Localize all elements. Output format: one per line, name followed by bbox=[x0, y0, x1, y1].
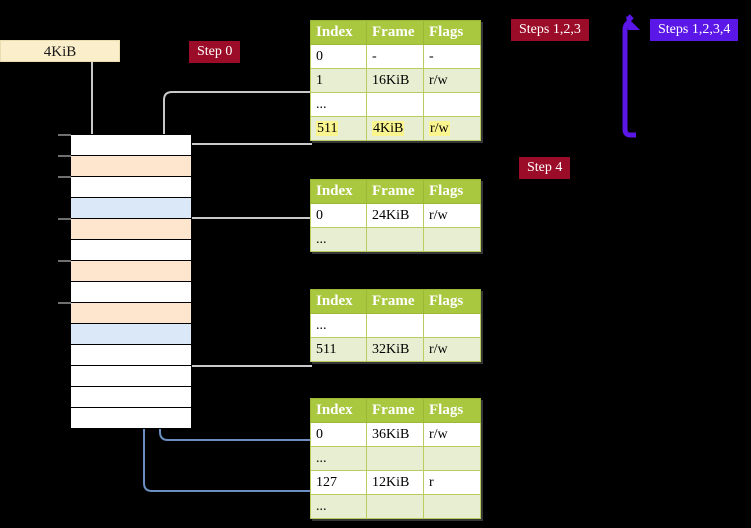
table-cell: ... bbox=[310, 313, 367, 338]
highlighted-value: 511 bbox=[316, 120, 339, 136]
table-cell: 0 bbox=[310, 44, 367, 69]
table-cell: 127 bbox=[310, 470, 367, 495]
highlighted-value: r/w bbox=[429, 120, 450, 136]
table-cell: r bbox=[423, 470, 481, 495]
column-header-flags: Flags bbox=[423, 289, 481, 314]
table-cell: r/w bbox=[423, 337, 481, 362]
table-cell bbox=[366, 313, 424, 338]
table-cell: 511 bbox=[310, 116, 367, 141]
table-cell: 0 bbox=[310, 203, 367, 228]
table-row: ... bbox=[310, 494, 481, 519]
highlighted-value: 4KiB bbox=[372, 120, 405, 136]
memory-frame-row bbox=[71, 240, 191, 261]
table-cell bbox=[423, 92, 481, 117]
table-cell bbox=[366, 494, 424, 519]
column-header-index: Index bbox=[310, 179, 367, 204]
table-row: ... bbox=[310, 313, 481, 338]
table-cell: - bbox=[366, 44, 424, 69]
memory-frame-row bbox=[71, 156, 191, 177]
table-cell: 32KiB bbox=[366, 337, 424, 362]
memory-frame-row bbox=[71, 303, 191, 324]
column-header-flags: Flags bbox=[423, 20, 481, 45]
table-cell: 12KiB bbox=[366, 470, 424, 495]
table-cell: ... bbox=[310, 494, 367, 519]
physical-memory-column bbox=[70, 134, 192, 429]
memory-frame-row bbox=[71, 282, 191, 303]
memory-frame-row bbox=[71, 261, 191, 282]
table-cell: 4KiB bbox=[366, 116, 424, 141]
column-header-frame: Frame bbox=[366, 179, 424, 204]
memory-frame-row bbox=[71, 219, 191, 240]
table-cell: 1 bbox=[310, 68, 367, 93]
table-cell: r/w bbox=[423, 68, 481, 93]
memory-frame-row bbox=[71, 345, 191, 366]
table-cell: r/w bbox=[423, 422, 481, 447]
table-cell: 511 bbox=[310, 337, 367, 362]
column-header-index: Index bbox=[310, 398, 367, 423]
column-header-flags: Flags bbox=[423, 179, 481, 204]
table-cell bbox=[366, 227, 424, 252]
memory-tick bbox=[58, 218, 71, 220]
column-header-index: Index bbox=[310, 289, 367, 314]
table-cell bbox=[423, 494, 481, 519]
memory-tick bbox=[58, 155, 71, 157]
memory-tick bbox=[58, 134, 71, 136]
memory-frame-row bbox=[71, 324, 191, 345]
table-cell: r/w bbox=[423, 116, 481, 141]
wire-table0-row511 bbox=[175, 143, 312, 164]
wire-table2-row511 bbox=[183, 303, 312, 367]
table-cell: ... bbox=[310, 92, 367, 117]
kib-box: 4KiB bbox=[0, 40, 120, 62]
column-header-flags: Flags bbox=[423, 398, 481, 423]
table-cell bbox=[423, 313, 481, 338]
memory-tick bbox=[58, 176, 71, 178]
memory-frame-row bbox=[71, 387, 191, 408]
table-cell: - bbox=[423, 44, 481, 69]
table-cell bbox=[423, 446, 481, 471]
wire-table1-row0 bbox=[183, 217, 312, 279]
table-row: ... bbox=[310, 446, 481, 471]
badge-step-0: Step 0 bbox=[189, 41, 241, 63]
column-header-index: Index bbox=[310, 20, 367, 45]
table-row: ... bbox=[310, 92, 481, 117]
table-cell: 16KiB bbox=[366, 68, 424, 93]
memory-frame-row bbox=[71, 408, 191, 429]
table-cell: 0 bbox=[310, 422, 367, 447]
table-row: 0-- bbox=[310, 44, 481, 69]
table-cell bbox=[423, 227, 481, 252]
badge-step-4: Step 4 bbox=[519, 157, 571, 179]
bracket-steps1234 bbox=[622, 14, 640, 138]
memory-frame-row bbox=[71, 198, 191, 219]
table-cell: r/w bbox=[423, 203, 481, 228]
column-header-frame: Frame bbox=[366, 289, 424, 314]
table-cell: 24KiB bbox=[366, 203, 424, 228]
table-cell bbox=[366, 446, 424, 471]
memory-tick bbox=[58, 260, 71, 262]
table-cell: 36KiB bbox=[366, 422, 424, 447]
memory-frame-row bbox=[71, 135, 191, 156]
memory-frame-row bbox=[71, 177, 191, 198]
column-header-frame: Frame bbox=[366, 398, 424, 423]
table-cell: ... bbox=[310, 227, 367, 252]
badge-steps-1234: Steps 1,2,3,4 bbox=[650, 19, 739, 41]
memory-frame-row bbox=[71, 366, 191, 387]
table-cell: ... bbox=[310, 446, 367, 471]
table-cell bbox=[366, 92, 424, 117]
table-row: 511 4KiB r/w bbox=[310, 116, 481, 141]
memory-tick bbox=[58, 302, 71, 304]
table-row: ... bbox=[310, 227, 481, 252]
column-header-frame: Frame bbox=[366, 20, 424, 45]
badge-steps-123: Steps 1,2,3 bbox=[511, 19, 589, 41]
